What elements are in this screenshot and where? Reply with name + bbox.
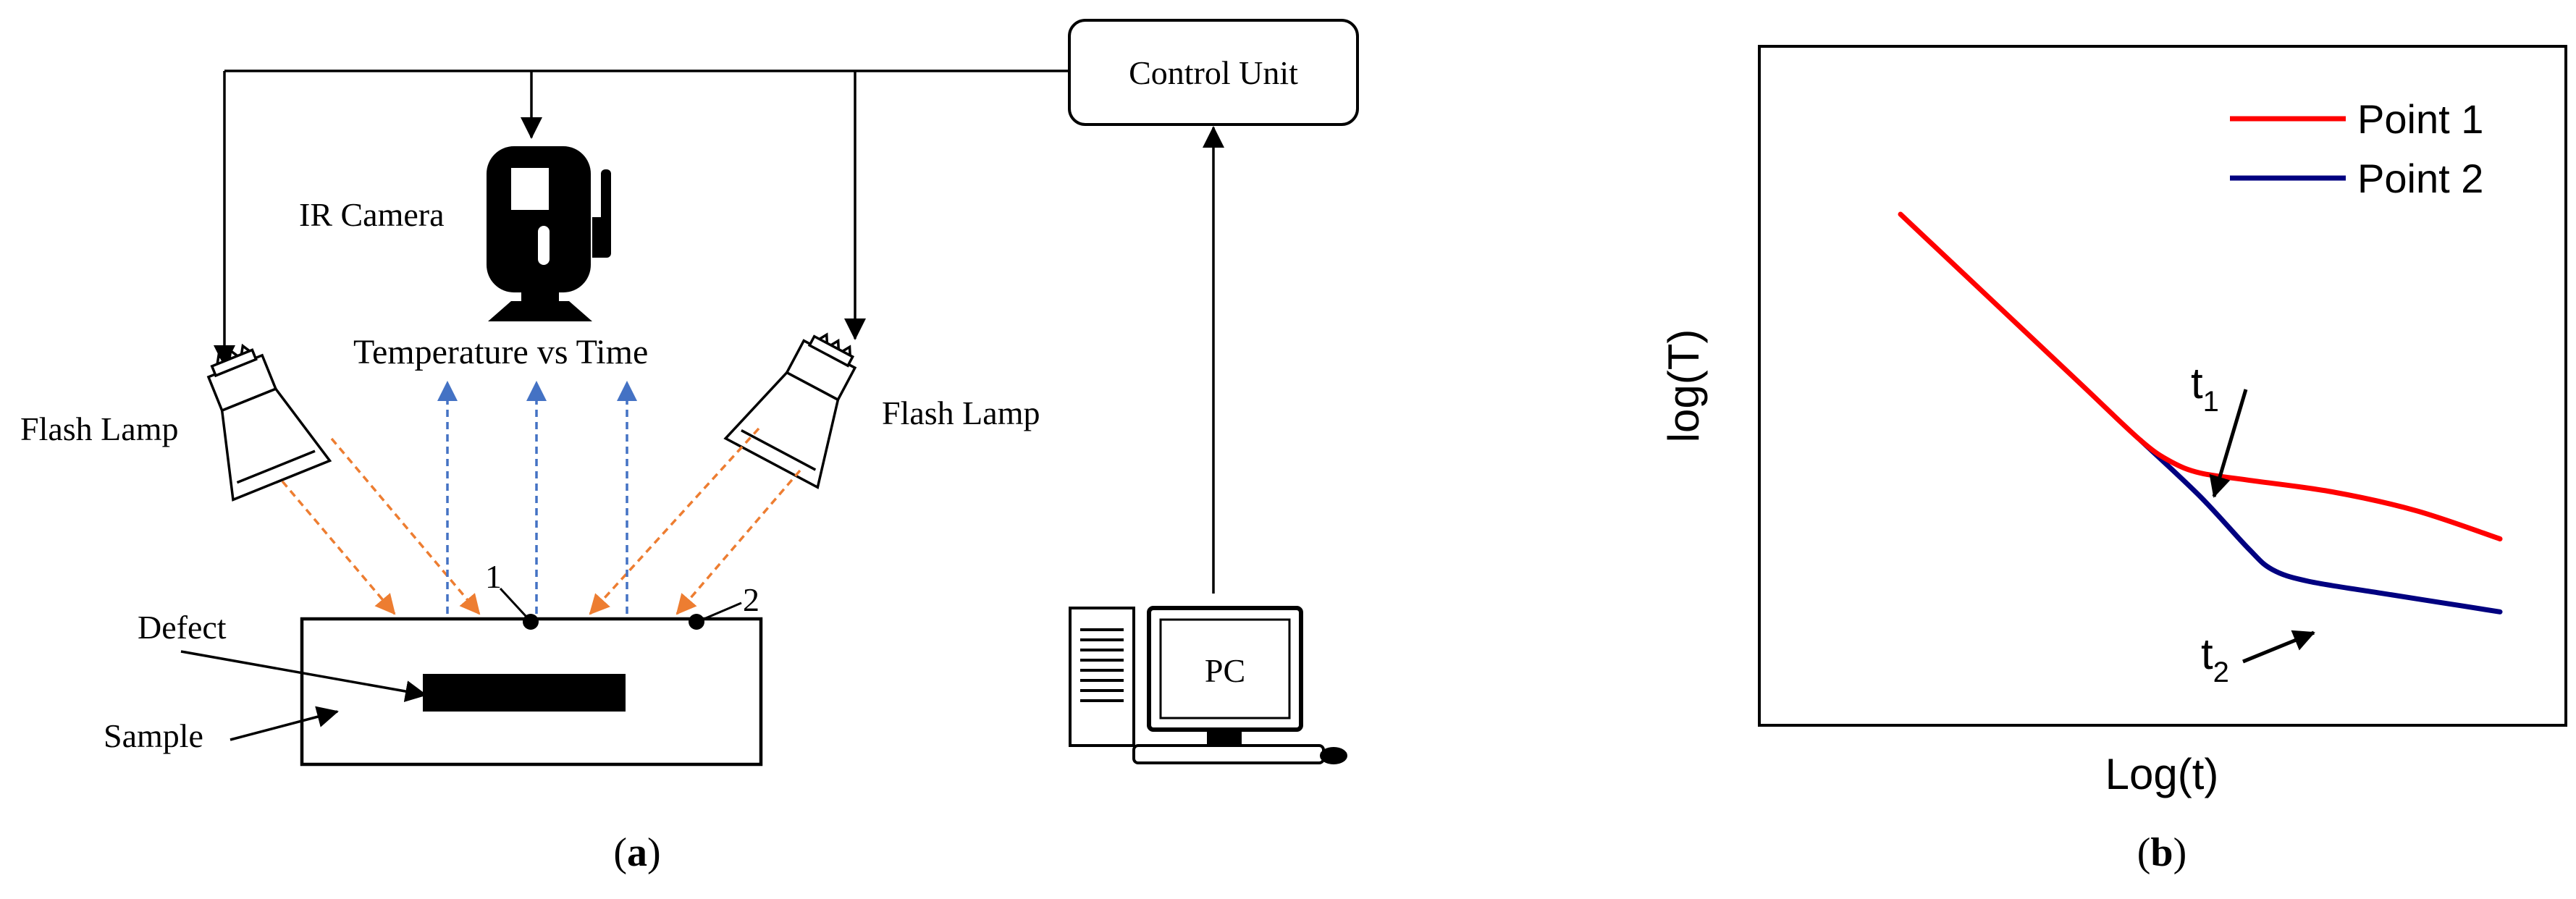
t1-annotation: t1 xyxy=(2191,359,2219,418)
point-1-label: 1 xyxy=(485,558,502,595)
legend-label-point-1: Point 1 xyxy=(2357,96,2483,142)
caption-b: (b) xyxy=(2137,830,2186,875)
t1-arrow xyxy=(2209,389,2248,498)
point-2-label: 2 xyxy=(743,581,759,618)
series-line-point-1 xyxy=(1898,211,2503,541)
ir-camera-icon xyxy=(487,146,611,321)
point-2-marker xyxy=(689,614,704,630)
chart-legend: Point 1 Point 2 xyxy=(2230,96,2483,201)
x-axis-label: Log(t) xyxy=(2105,750,2219,798)
caption-a: (a) xyxy=(613,830,660,875)
chart-frame xyxy=(1758,45,2567,727)
point-1-marker xyxy=(523,614,539,630)
panel-b-chart: Point 1 Point 2 t1 t2 Log(t) log(T) (b) xyxy=(1659,45,2567,875)
flash-lamp-right-label: Flash Lamp xyxy=(882,394,1040,431)
point-2-leader xyxy=(702,602,742,621)
control-unit-label: Control Unit xyxy=(1129,54,1298,91)
sample-label: Sample xyxy=(104,717,203,754)
y-axis-label: log(T) xyxy=(1659,329,1708,443)
defect-pointer xyxy=(180,650,427,702)
ir-camera-label: IR Camera xyxy=(299,196,445,233)
flash-lamp-left-icon xyxy=(206,343,332,502)
point-1-leader xyxy=(499,587,528,618)
ir-rays xyxy=(437,381,637,614)
legend-label-point-2: Point 2 xyxy=(2357,156,2483,201)
t2-arrow xyxy=(2242,630,2315,664)
pc-label: PC xyxy=(1205,652,1245,689)
pc-monitor-icon xyxy=(1132,606,1347,764)
defect-label: Defect xyxy=(138,609,227,646)
flash-lamp-left-label: Flash Lamp xyxy=(20,410,178,447)
flash-rays xyxy=(281,427,801,615)
chart-series-layer xyxy=(1898,211,2503,615)
t2-annotation: t2 xyxy=(2201,630,2229,688)
control-unit-box xyxy=(1068,19,1359,126)
defect-region xyxy=(423,674,626,712)
pc-tower-icon xyxy=(1069,607,1135,747)
sample-pointer xyxy=(230,706,339,741)
series-line-point-2 xyxy=(2137,437,2503,615)
panel-a-diagram: Control Unit IR Camera Temperature vs Ti… xyxy=(20,19,1359,875)
flash-lamp-right-icon xyxy=(723,332,857,489)
control-wires xyxy=(214,69,1224,594)
temperature-vs-time-label: Temperature vs Time xyxy=(353,333,648,371)
